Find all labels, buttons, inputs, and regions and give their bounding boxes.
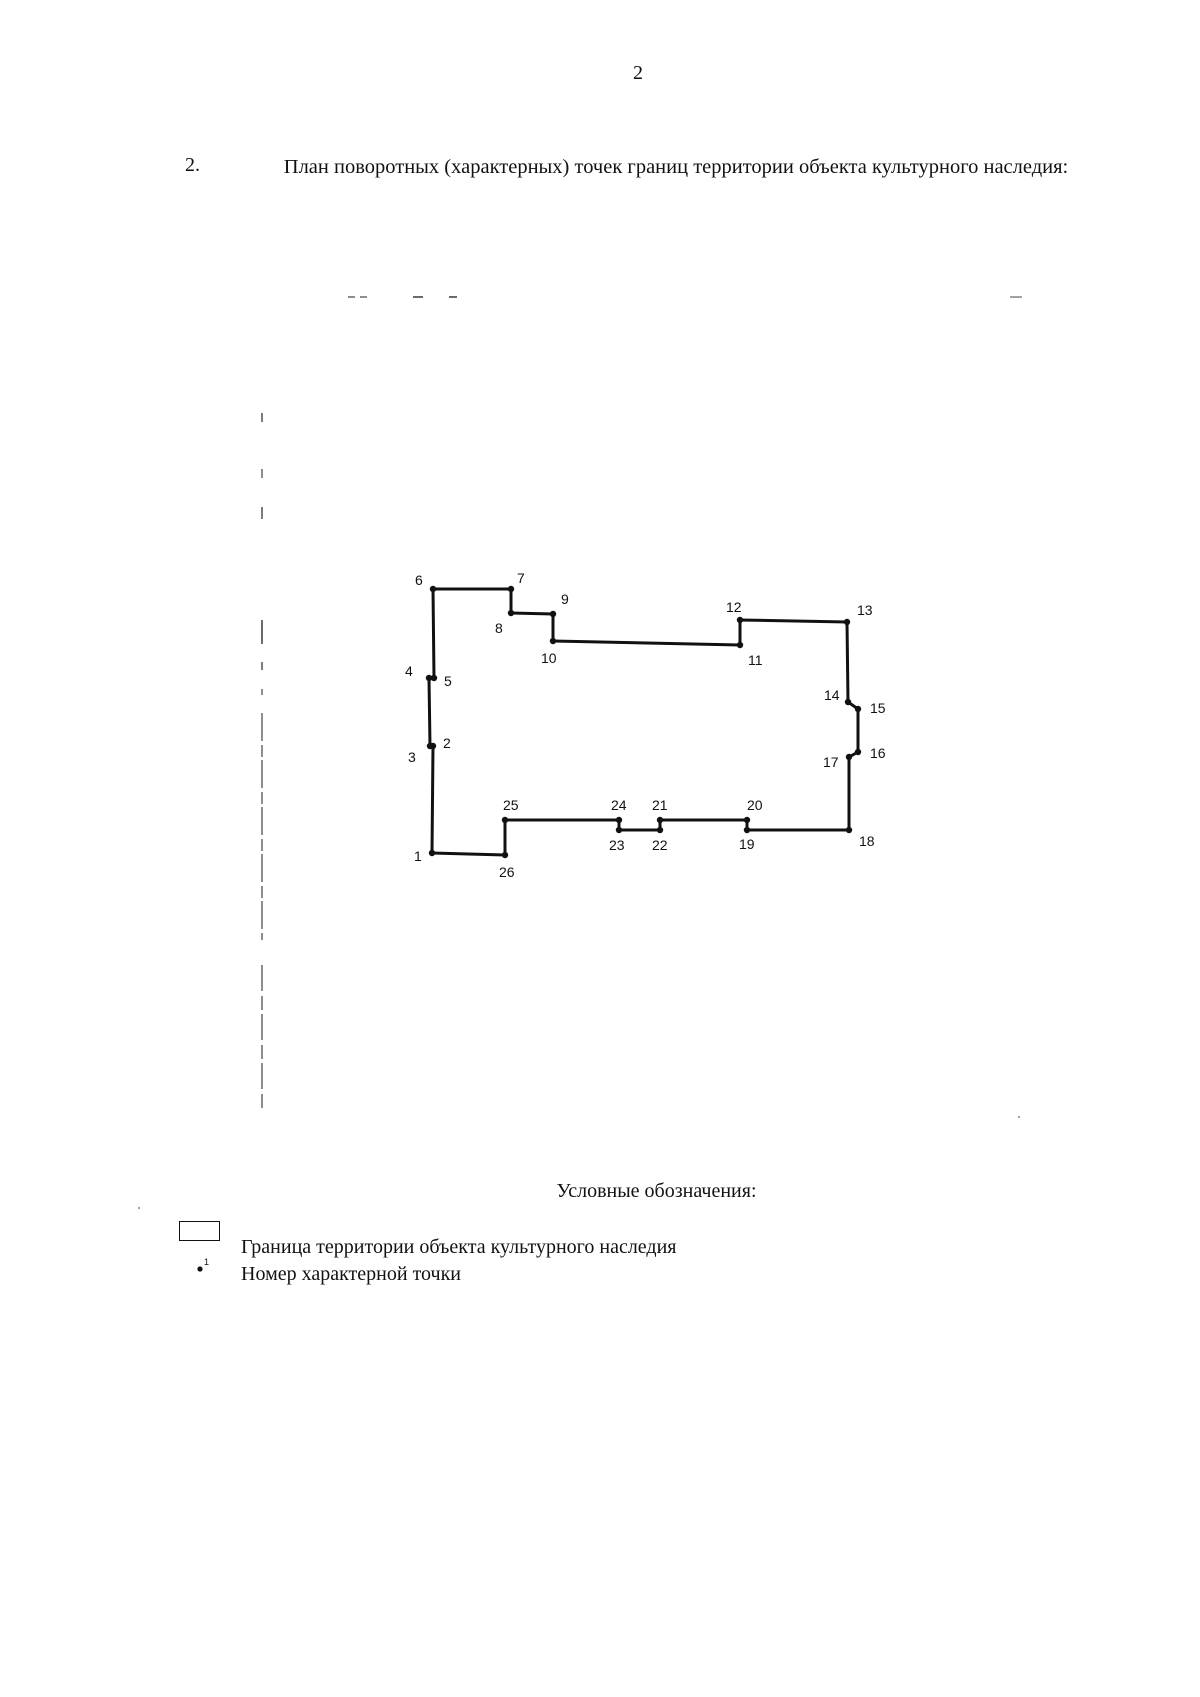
point-marker-17 [845,753,853,761]
legend-title: Условные обозначения: [556,1180,757,1202]
point-marker-26 [501,851,509,859]
boundary-segment-12-13 [738,618,849,624]
point-marker-7 [507,585,515,593]
boundary-lines [427,587,860,857]
point-marker-6 [429,585,437,593]
point-label-21: 21 [652,797,668,813]
point-marker-21 [656,816,664,824]
point-marker-4 [425,674,433,682]
point-marker-18 [845,826,853,834]
point-marker-10 [549,637,557,645]
boundary-segment-13-14 [845,620,850,704]
point-marker-24 [615,816,623,824]
point-label-6: 6 [415,572,423,588]
boundary-segment-8-9 [509,611,555,616]
point-marker-5 [430,674,438,682]
boundary-segment-10-11 [551,639,742,647]
point-label-17: 17 [823,754,839,770]
point-marker-13 [843,618,851,626]
point-label-20: 20 [747,797,763,813]
point-label-10: 10 [541,650,557,666]
point-label-1: 1 [414,848,422,864]
point-label-5: 5 [444,673,452,689]
point-marker-1 [428,849,436,857]
point-label-14: 14 [824,687,840,703]
boundary-segment-3-4 [427,676,432,748]
point-label-2: 2 [443,735,451,751]
point-label-8: 8 [495,620,503,636]
legend-boundary-swatch [179,1221,220,1241]
point-marker-14 [844,698,852,706]
point-label-18: 18 [859,833,875,849]
section-heading: План поворотных (характерных) точек гран… [283,156,1069,178]
legend-point-dot [197,1266,203,1272]
point-label-12: 12 [726,599,742,615]
point-label-11: 11 [748,652,763,668]
point-marker-19 [743,826,751,834]
point-label-7: 7 [517,570,525,586]
point-marker-25 [501,816,509,824]
point-marker-9 [549,610,557,618]
point-marker-11 [736,641,744,649]
point-label-13: 13 [857,602,873,618]
point-label-15: 15 [870,700,886,716]
point-marker-15 [854,705,862,713]
point-label-24: 24 [611,797,627,813]
point-marker-3 [426,742,434,750]
point-label-19: 19 [739,836,755,852]
section-number: 2. [185,154,200,176]
boundary-segment-5-6 [431,587,436,680]
point-label-26: 26 [499,864,515,880]
point-marker-23 [615,826,623,834]
point-label-9: 9 [561,591,569,607]
scan-artifacts [138,296,1022,1209]
boundary-segment-26-1 [430,851,507,857]
point-label-22: 22 [652,837,668,853]
point-marker-16 [854,748,862,756]
point-marker-20 [743,816,751,824]
point-label-16: 16 [870,745,886,761]
legend-point-label: Номер характерной точки [241,1263,461,1285]
point-label-25: 25 [503,797,519,813]
boundary-segment-1-2 [430,744,435,855]
point-marker-8 [507,609,515,617]
legend-point-symbol: 1 [197,1257,209,1272]
point-label-3: 3 [408,749,416,765]
point-label-4: 4 [405,663,413,679]
legend-point-number: 1 [204,1257,209,1267]
page-number: 2 [633,62,643,84]
point-marker-22 [656,826,664,834]
point-marker-12 [736,616,744,624]
point-label-23: 23 [609,837,625,853]
legend-boundary-label: Граница территории объекта культурного н… [241,1236,677,1258]
